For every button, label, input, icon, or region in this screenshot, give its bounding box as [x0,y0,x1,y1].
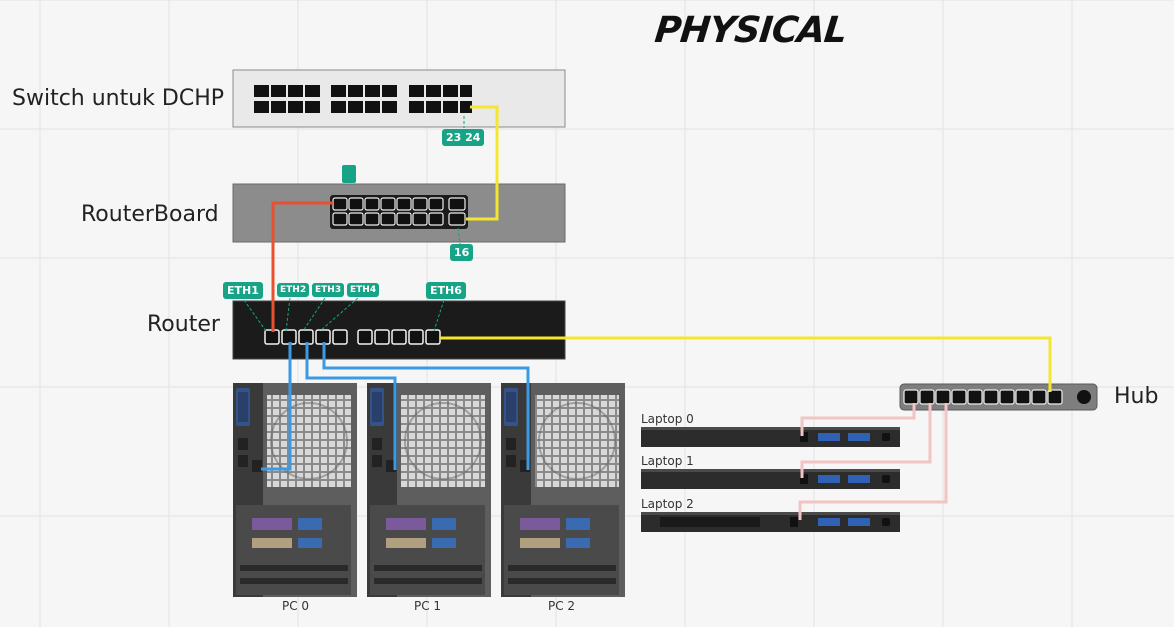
eth4-tag: ETH4 [347,283,380,297]
pc-1-tower [367,383,491,597]
pc-1-label: PC 1 [414,599,442,613]
pc-2-label: PC 2 [548,599,576,613]
laptop-1-side [641,469,900,489]
laptop-1-label: Laptop 1 [641,454,694,468]
switch-ports [254,85,472,113]
switch-port-tag: 23 24 [442,129,485,146]
laptop-2-side [641,512,900,532]
pc-0-tower [233,383,357,597]
port-pointer-lines [243,116,465,332]
eth2-tag: ETH2 [277,283,310,297]
laptop-0-label: Laptop 0 [641,412,694,426]
cable-switch-to-routerboard [466,105,499,221]
eth3-tag: ETH3 [312,283,345,297]
eth6-tag: ETH6 [426,282,466,299]
cable-hub-to-laptops [798,403,948,520]
hub-ports [903,389,1063,405]
pc-0-label: PC 0 [282,599,310,613]
hub-label: Hub [1114,384,1159,409]
cable-router-to-hub [440,336,1052,392]
laptop-2-label: Laptop 2 [641,497,694,511]
pc-2-tower [501,383,625,597]
switch-device [232,69,566,128]
routerboard-port-tag: 16 [450,244,474,261]
diagram-title: PHYSICAL [652,10,849,51]
cable-router-to-routerboard [271,201,333,332]
cable-router-to-pcs [261,342,530,471]
switch-label: Switch untuk DCHP [12,86,225,111]
routerboard-ports [330,165,468,229]
eth1-tag: ETH1 [223,282,263,299]
laptop-0-side [641,427,900,447]
router-label: Router [147,312,220,337]
router-ports [264,329,441,345]
routerboard-label: RouterBoard [81,202,219,227]
